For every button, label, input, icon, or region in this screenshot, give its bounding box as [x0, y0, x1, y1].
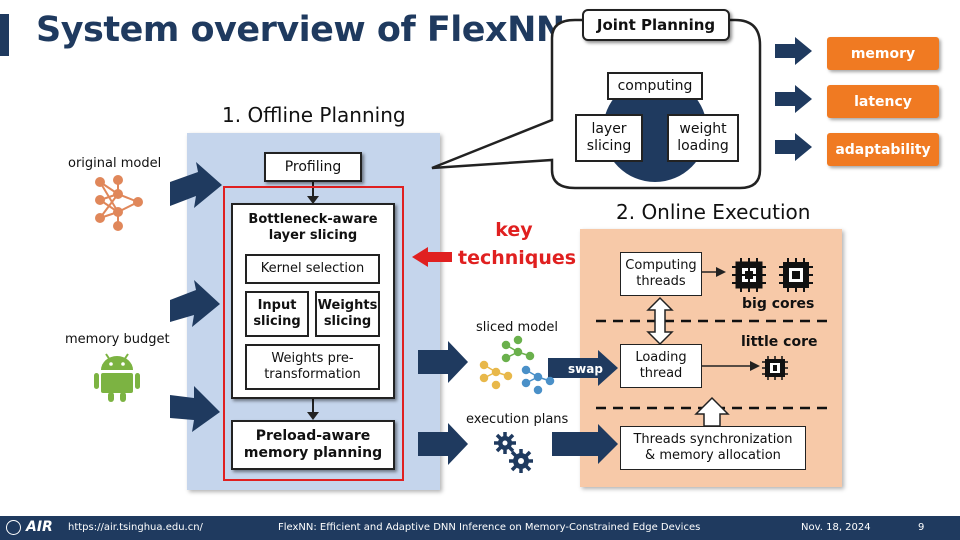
- footer-url[interactable]: https://air.tsinghua.edu.cn/: [68, 522, 203, 533]
- goal-latency: latency: [827, 85, 939, 118]
- little-core-label: little core: [741, 334, 818, 350]
- weights-slicing-box: Weights slicing: [315, 291, 380, 337]
- goal-memory: memory: [827, 37, 939, 70]
- kernel-selection-box: Kernel selection: [245, 254, 380, 284]
- profiling-box: Profiling: [264, 152, 362, 182]
- sync-up-arrow: [694, 396, 730, 427]
- computing-box: computing: [607, 72, 703, 100]
- layer-slicing-box: layer slicing: [575, 114, 643, 162]
- sliced-model-icon: [479, 335, 555, 395]
- footer-paper-title: FlexNN: Efficient and Adaptive DNN Infer…: [278, 522, 701, 533]
- original-model-label: original model: [68, 156, 162, 171]
- arrow-plans-to-sync: [552, 424, 618, 464]
- air-logo-text: AIR: [26, 519, 53, 535]
- little-core-chip-icon: [762, 356, 788, 380]
- key-techniques-arrow: [412, 247, 452, 267]
- neural-network-icon: [99, 180, 139, 226]
- loading-thread-box: Loading thread: [620, 344, 702, 388]
- arrow-to-latency: [775, 85, 812, 113]
- input-slicing-box: Input slicing: [245, 291, 309, 337]
- swap-label: swap: [568, 362, 603, 376]
- arrow-memory-budget-1: [170, 280, 220, 327]
- key-techniques-label: key techniques: [458, 219, 577, 269]
- arrow-memory-budget-2: [170, 386, 220, 432]
- big-cores-label: big cores: [742, 296, 815, 312]
- memory-budget-label: memory budget: [65, 332, 170, 347]
- big-core-chip-icon-2: [779, 258, 813, 292]
- arrow-to-sliced-model: [418, 341, 468, 383]
- joint-planning-callout: [431, 18, 762, 190]
- arrow-original-model: [170, 162, 222, 208]
- threads-sync-box: Threads synchronization & memory allocat…: [620, 426, 806, 470]
- offline-heading: 1. Offline Planning: [222, 103, 406, 127]
- weight-loading-box: weight loading: [667, 114, 739, 162]
- page-title: System overview of FlexNN: [36, 10, 565, 50]
- arrow-to-adaptability: [775, 133, 812, 161]
- title-accent-bar: [0, 14, 9, 56]
- sliced-model-label: sliced model: [476, 320, 559, 335]
- bottleneck-slicing-title: Bottleneck-aware layer slicing: [248, 212, 378, 244]
- gears-icon: [494, 432, 533, 473]
- key-techniques-frame: [223, 186, 404, 481]
- goal-adaptability: adaptability: [827, 133, 939, 166]
- weights-pre-transformation-box: Weights pre-transformation: [245, 344, 380, 390]
- footer-date: Nov. 18, 2024: [801, 522, 871, 533]
- online-heading: 2. Online Execution: [616, 200, 811, 224]
- big-core-chip-icon-1: [732, 258, 766, 292]
- execution-plans-label: execution plans: [466, 412, 569, 427]
- footer-page-number: 9: [918, 522, 925, 533]
- footer-bar: AIR https://air.tsinghua.edu.cn/ FlexNN:…: [0, 516, 960, 540]
- computing-threads-box: Computing threads: [620, 252, 702, 296]
- arrow-to-execution-plans: [418, 423, 468, 465]
- arrow-to-memory: [775, 37, 812, 65]
- air-logo-icon: [6, 520, 21, 535]
- android-icon: [94, 353, 140, 402]
- joint-planning-title: Joint Planning: [582, 9, 730, 41]
- arrow-swap: [548, 350, 618, 386]
- preload-memory-planning-box: Preload-aware memory planning: [231, 420, 395, 470]
